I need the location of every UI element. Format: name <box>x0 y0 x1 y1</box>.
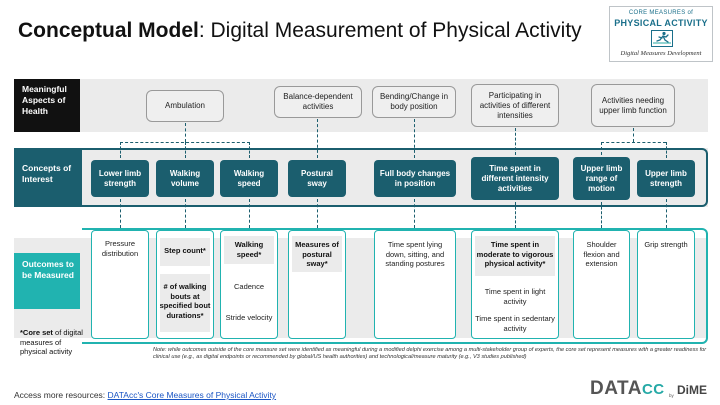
core-highlight <box>475 236 555 276</box>
concept-walking-volume: Walking volume <box>156 160 214 197</box>
outcome-stride-velocity: Stride velocity <box>225 313 273 322</box>
core-highlight <box>160 238 210 266</box>
connector-to-lower-limb <box>120 142 121 158</box>
by-text: by <box>669 393 674 398</box>
footer-resources: Access more resources: DATAcc's Core Mea… <box>14 390 276 400</box>
connector-to-upper-strength <box>666 142 667 158</box>
outcome-column-lower-limb: Pressure distribution <box>91 230 149 339</box>
row-label-aspects: Meaningful Aspects of Health <box>14 79 80 132</box>
concept-intensity: Time spent in different intensity activi… <box>471 157 559 200</box>
outcome-pressure-distribution: Pressure distribution <box>101 239 139 258</box>
core-highlight <box>292 236 342 272</box>
row-label-concepts: Concepts of Interest <box>14 148 82 207</box>
outcomes-container <box>82 228 708 344</box>
outcome-walking-speed: Walking speed* <box>234 240 264 259</box>
logo-line2: PHYSICAL ACTIVITY <box>614 18 708 28</box>
concept-upper-rom: Upper limb range of motion <box>573 157 630 200</box>
outcome-walking-bouts: # of walking bouts at specified bout dur… <box>159 282 211 320</box>
connector-lower-limb-outcome <box>120 199 121 228</box>
outcome-step-count: Step count* <box>164 246 206 255</box>
outcome-mvpa: Time spent in moderate to vigorous physi… <box>476 240 554 268</box>
concept-postural-sway: Postural sway <box>288 160 346 197</box>
footnote: Note: while outcomes outside of the core… <box>153 347 707 361</box>
core-set-bold: *Core set <box>20 328 53 337</box>
connector-body-outcome <box>414 199 415 228</box>
connector-sway-outcome <box>317 199 318 228</box>
outcome-time-postures: Time spent lying down, sitting, and stan… <box>385 240 445 268</box>
connector-upper-bar <box>601 142 666 143</box>
concept-walking-speed: Walking speed <box>220 160 278 197</box>
datacc-cc: CC <box>641 381 665 398</box>
core-highlight <box>160 274 210 332</box>
page-title-rest: : Digital Measurement of Physical Activi… <box>198 19 582 42</box>
outcome-column-postural-sway: Measures of postural sway* <box>288 230 346 339</box>
aspect-ambulation: Ambulation <box>146 90 224 122</box>
aspect-upper-limb: Activities needing upper limb function <box>591 84 675 127</box>
outcome-light-activity: Time spent in light activity <box>484 287 546 306</box>
outcome-column-walking-volume: Step count* # of walking bouts at specif… <box>156 230 214 339</box>
page-title-bold: Conceptual Model <box>18 19 199 42</box>
connector-to-walking-speed <box>249 142 250 158</box>
connector-to-walking-volume <box>185 142 186 158</box>
connector-volume-outcome <box>185 199 186 228</box>
aspect-bending: Bending/Change in body position <box>372 86 456 118</box>
footer-prefix: Access more resources: <box>14 390 108 400</box>
logo-line3: Digital Measures Development <box>620 50 702 57</box>
page-title: Conceptual Model: Digital Measurement of… <box>18 19 582 43</box>
connector-rom-outcome <box>601 202 602 228</box>
dime-logo: DiME <box>677 383 707 397</box>
outcome-column-walking-speed: Walking speed* Cadence Stride velocity <box>220 230 278 339</box>
outcome-shoulder-flexion: Shoulder flexion and extension <box>583 240 620 268</box>
aspect-intensities: Participating in activities of different… <box>471 84 559 127</box>
logo-line1: CORE MEASURES of <box>628 10 694 16</box>
concept-upper-strength: Upper limb strength <box>637 160 695 197</box>
connector-to-postural-sway <box>317 119 318 158</box>
connector-upper-stem <box>633 128 634 142</box>
connector-ambulation-stem <box>185 123 186 142</box>
aspect-balance: Balance-dependent activities <box>274 86 362 118</box>
resources-link[interactable]: DATAcc's Core Measures of Physical Activ… <box>107 390 277 400</box>
outcome-column-full-body: Time spent lying down, sitting, and stan… <box>374 230 456 339</box>
outcome-sedentary: Time spent in sedentary activity <box>475 314 555 333</box>
core-highlight <box>224 236 274 264</box>
connector-strength-outcome <box>666 199 667 228</box>
outcome-postural-sway: Measures of postural sway* <box>295 240 339 268</box>
outcome-cadence: Cadence <box>233 282 265 291</box>
connector-to-intensity <box>515 128 516 155</box>
datacc-logo: DATACC <box>590 378 665 400</box>
outcome-grip-strength: Grip strength <box>644 240 688 249</box>
core-set-rest: of digital measures of physical activity <box>20 328 83 356</box>
connector-intensity-outcome <box>515 202 516 228</box>
outcome-column-upper-strength: Grip strength <box>637 230 695 339</box>
running-person-icon <box>651 30 673 47</box>
concept-full-body: Full body changes in position <box>374 160 456 197</box>
concepts-container <box>82 148 708 207</box>
core-set-note: *Core set of digital measures of physica… <box>20 328 90 357</box>
outcome-column-intensity: Time spent in moderate to vigorous physi… <box>471 230 559 339</box>
core-measures-logo: CORE MEASURES of PHYSICAL ACTIVITY Digit… <box>609 6 713 62</box>
concept-lower-limb-strength: Lower limb strength <box>91 160 149 197</box>
datacc-data: DATA <box>590 378 642 399</box>
outcome-column-upper-rom: Shoulder flexion and extension <box>573 230 630 339</box>
connector-to-full-body <box>414 119 415 158</box>
connector-speed-outcome <box>249 199 250 228</box>
row-label-outcomes: Outcomes to be Measured <box>14 253 80 309</box>
